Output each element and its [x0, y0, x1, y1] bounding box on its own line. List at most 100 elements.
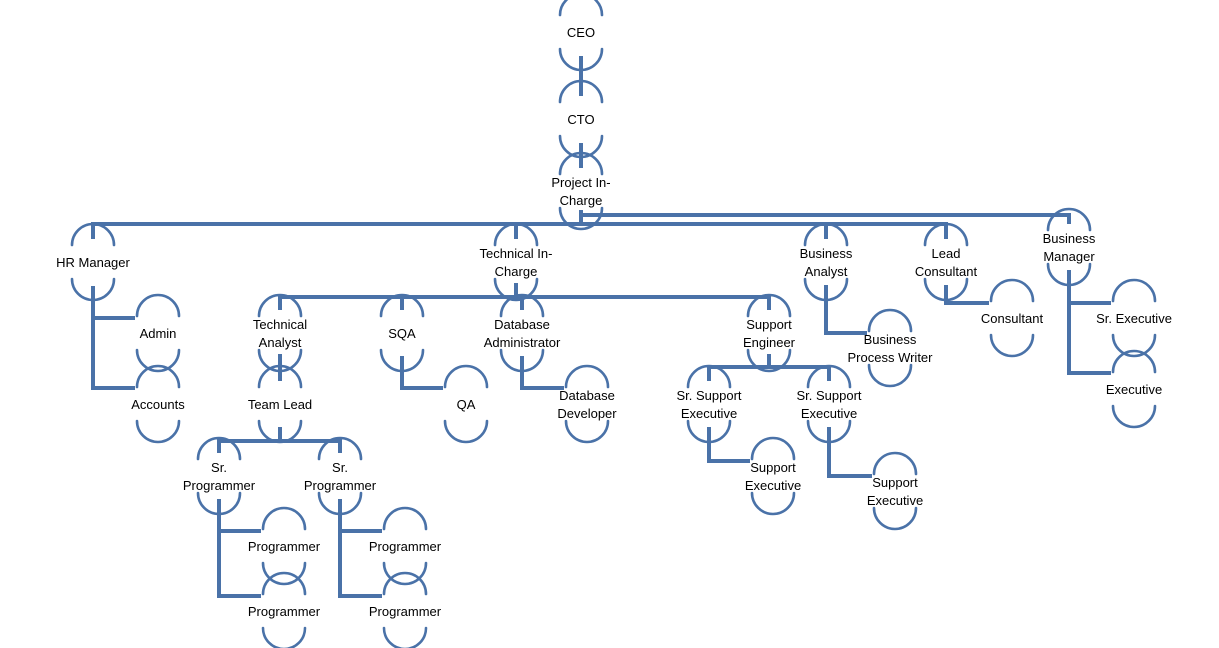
connector-technical_incharge-to-support_engineer	[514, 295, 771, 310]
node-sr-programmer-2: Sr.Programmer	[304, 436, 377, 516]
node-top-arc	[379, 293, 425, 318]
node-bottom-arc	[261, 561, 307, 586]
node-bottom-arc	[382, 626, 428, 648]
node-top-arc	[196, 436, 242, 461]
node-bottom-arc	[135, 348, 181, 373]
node-top-arc	[558, 151, 604, 176]
node-top-arc	[989, 278, 1035, 303]
connector-sr_programmer_1-to-programmer_1a	[217, 499, 261, 533]
node-bottom-arc	[379, 348, 425, 373]
node-top-arc	[493, 222, 539, 247]
node-bottom-arc	[558, 47, 604, 72]
node-label: Programmer	[248, 604, 321, 619]
node-label: Programmer	[369, 604, 442, 619]
connector-project_incharge-to-hr_manager	[91, 210, 583, 239]
node-bottom-arc	[499, 348, 545, 373]
node-top-arc	[257, 293, 303, 318]
node-label: Project In-Charge	[551, 175, 610, 208]
node-top-arc	[135, 364, 181, 389]
node-sr-executive: Sr. Executive	[1096, 278, 1172, 358]
node-ceo: CEO	[558, 0, 604, 72]
node-top-arc	[746, 293, 792, 318]
node-accounts: Accounts	[131, 364, 185, 444]
node-consultant: Consultant	[981, 278, 1043, 358]
node-bottom-arc	[493, 277, 539, 302]
node-top-arc	[867, 308, 913, 333]
node-top-arc	[382, 506, 428, 531]
node-programmer-1a: Programmer	[248, 506, 321, 586]
connector-lead_consultant-to-consultant	[944, 285, 989, 305]
node-bottom-arc	[686, 419, 732, 444]
connector-sr_support_executive_1-to-support_executive_1	[707, 427, 750, 463]
node-bottom-arc	[1111, 333, 1157, 358]
node-bottom-arc	[257, 348, 303, 373]
node-top-arc	[70, 222, 116, 247]
node-label: Sr.Programmer	[304, 460, 377, 493]
node-top-arc	[499, 293, 545, 318]
connector-project_incharge-to-business_analyst	[579, 222, 828, 239]
node-bottom-arc	[261, 626, 307, 648]
node-team-lead: Team Lead	[248, 364, 312, 444]
node-label: Sr.Programmer	[183, 460, 256, 493]
connector-business_analyst-to-business_process_writer	[824, 285, 867, 335]
node-top-arc	[443, 364, 489, 389]
node-bottom-arc	[135, 419, 181, 444]
node-programmer-2a: Programmer	[369, 506, 442, 586]
node-top-arc	[257, 364, 303, 389]
node-bottom-arc	[382, 561, 428, 586]
node-bottom-arc	[872, 506, 918, 531]
node-top-arc	[564, 364, 610, 389]
node-bottom-arc	[867, 363, 913, 388]
node-top-arc	[558, 79, 604, 104]
node-top-arc	[261, 506, 307, 531]
node-sqa: SQA	[379, 293, 425, 373]
node-top-arc	[806, 364, 852, 389]
node-bottom-arc	[989, 333, 1035, 358]
node-label: QA	[457, 397, 476, 412]
node-bottom-arc	[806, 419, 852, 444]
connector-hr_manager-to-admin	[91, 286, 135, 320]
node-label: Accounts	[131, 397, 185, 412]
node-bottom-arc	[746, 348, 792, 373]
node-label: HR Manager	[56, 255, 130, 270]
node-bottom-arc	[1046, 262, 1092, 287]
node-bottom-arc	[750, 491, 796, 516]
node-top-arc	[1046, 207, 1092, 232]
node-label: Programmer	[369, 539, 442, 554]
node-bottom-arc	[558, 134, 604, 159]
node-top-arc	[686, 364, 732, 389]
node-programmer-1b: Programmer	[248, 571, 321, 648]
node-cto: CTO	[558, 79, 604, 159]
node-bottom-arc	[196, 491, 242, 516]
connector-business_manager-to-sr_executive	[1067, 270, 1111, 305]
node-top-arc	[135, 293, 181, 318]
node-top-arc	[317, 436, 363, 461]
node-bottom-arc	[317, 491, 363, 516]
node-label: Programmer	[248, 539, 321, 554]
connector-database_administrator-to-database_developer	[520, 356, 564, 390]
node-top-arc	[558, 0, 604, 17]
connector-sr_programmer_2-to-programmer_2a	[338, 499, 382, 533]
connector-sr_programmer_2-to-programmer_2b	[338, 529, 382, 598]
node-label: CTO	[567, 112, 594, 127]
connector-hr_manager-to-accounts	[91, 316, 135, 390]
node-top-arc	[1111, 349, 1157, 374]
node-top-arc	[750, 436, 796, 461]
